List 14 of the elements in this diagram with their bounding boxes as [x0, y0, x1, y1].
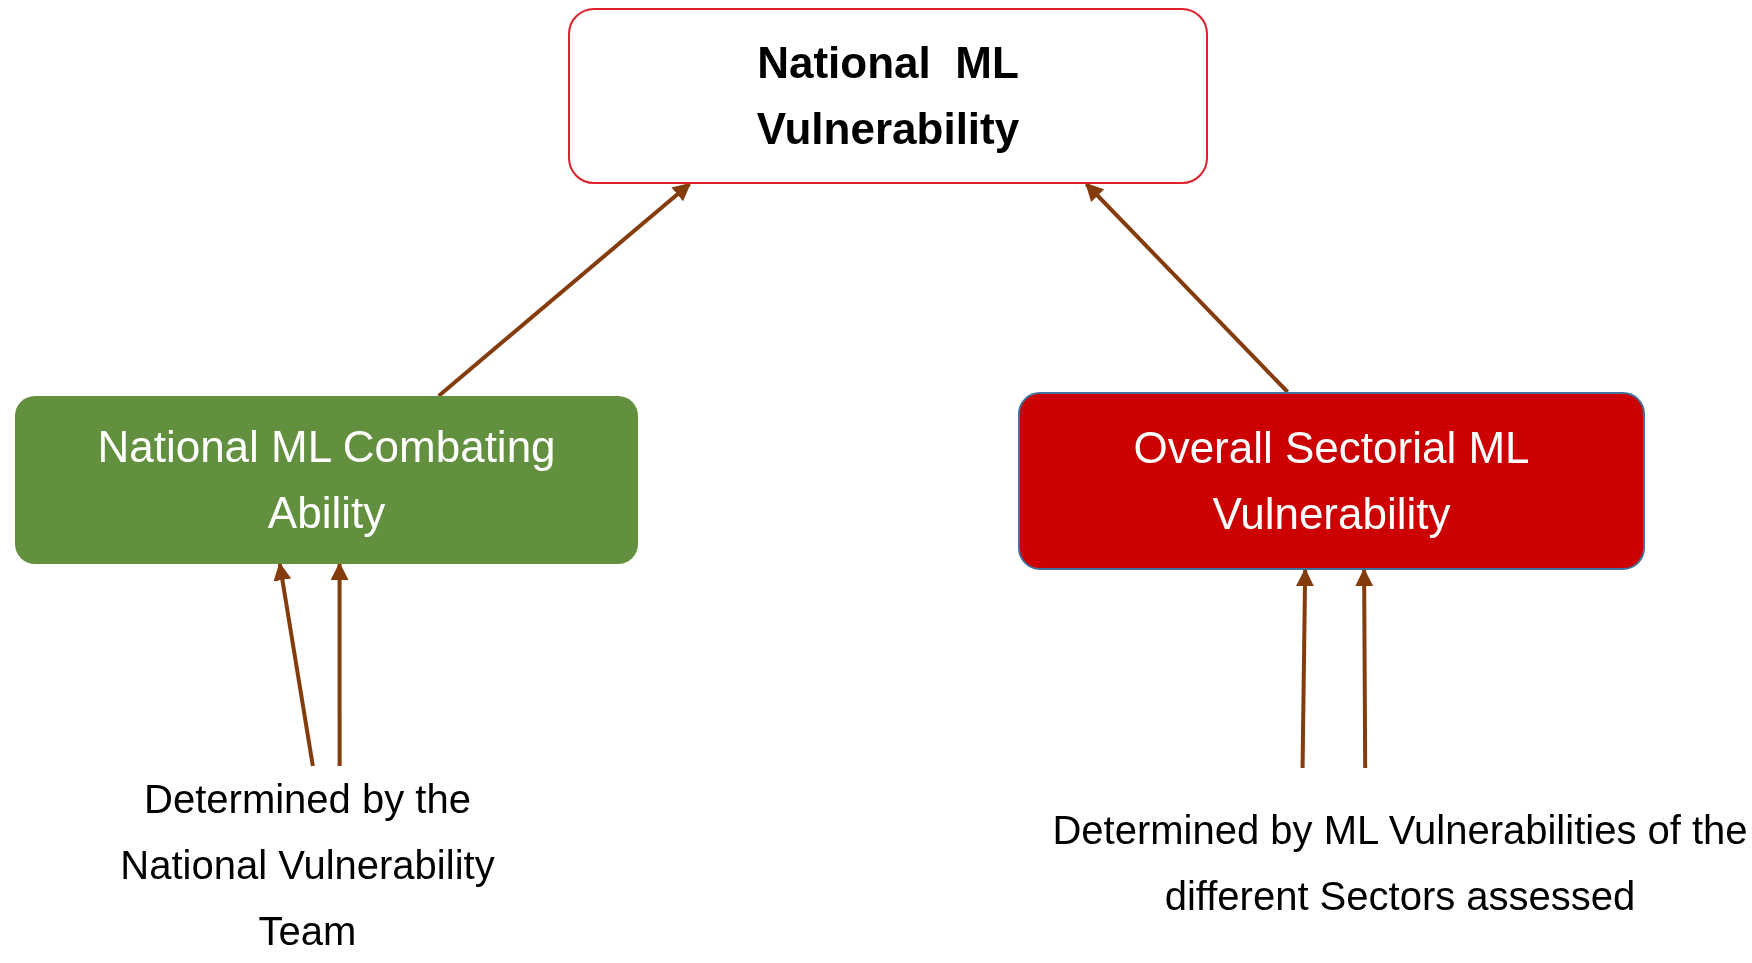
- arrow: [330, 562, 349, 766]
- box-label: Overall Sectorial ML Vulnerability: [1132, 422, 1531, 540]
- box-label: National ML Combating Ability: [96, 421, 557, 539]
- source-note: Determined by the National Vulnerability Team: [119, 775, 496, 955]
- arrow: [273, 562, 315, 767]
- arrow: [1295, 568, 1314, 769]
- source-note: Determined by ML Vulnerabilities of the different Sectors assessed: [1052, 807, 1748, 920]
- box-title: National ML Vulnerability: [755, 37, 1021, 155]
- process-box: [15, 396, 638, 564]
- arrow: [1355, 568, 1374, 768]
- arrow: [1084, 182, 1290, 394]
- result-box: [568, 8, 1208, 184]
- arrow: [437, 182, 691, 398]
- process-box: [1018, 392, 1645, 570]
